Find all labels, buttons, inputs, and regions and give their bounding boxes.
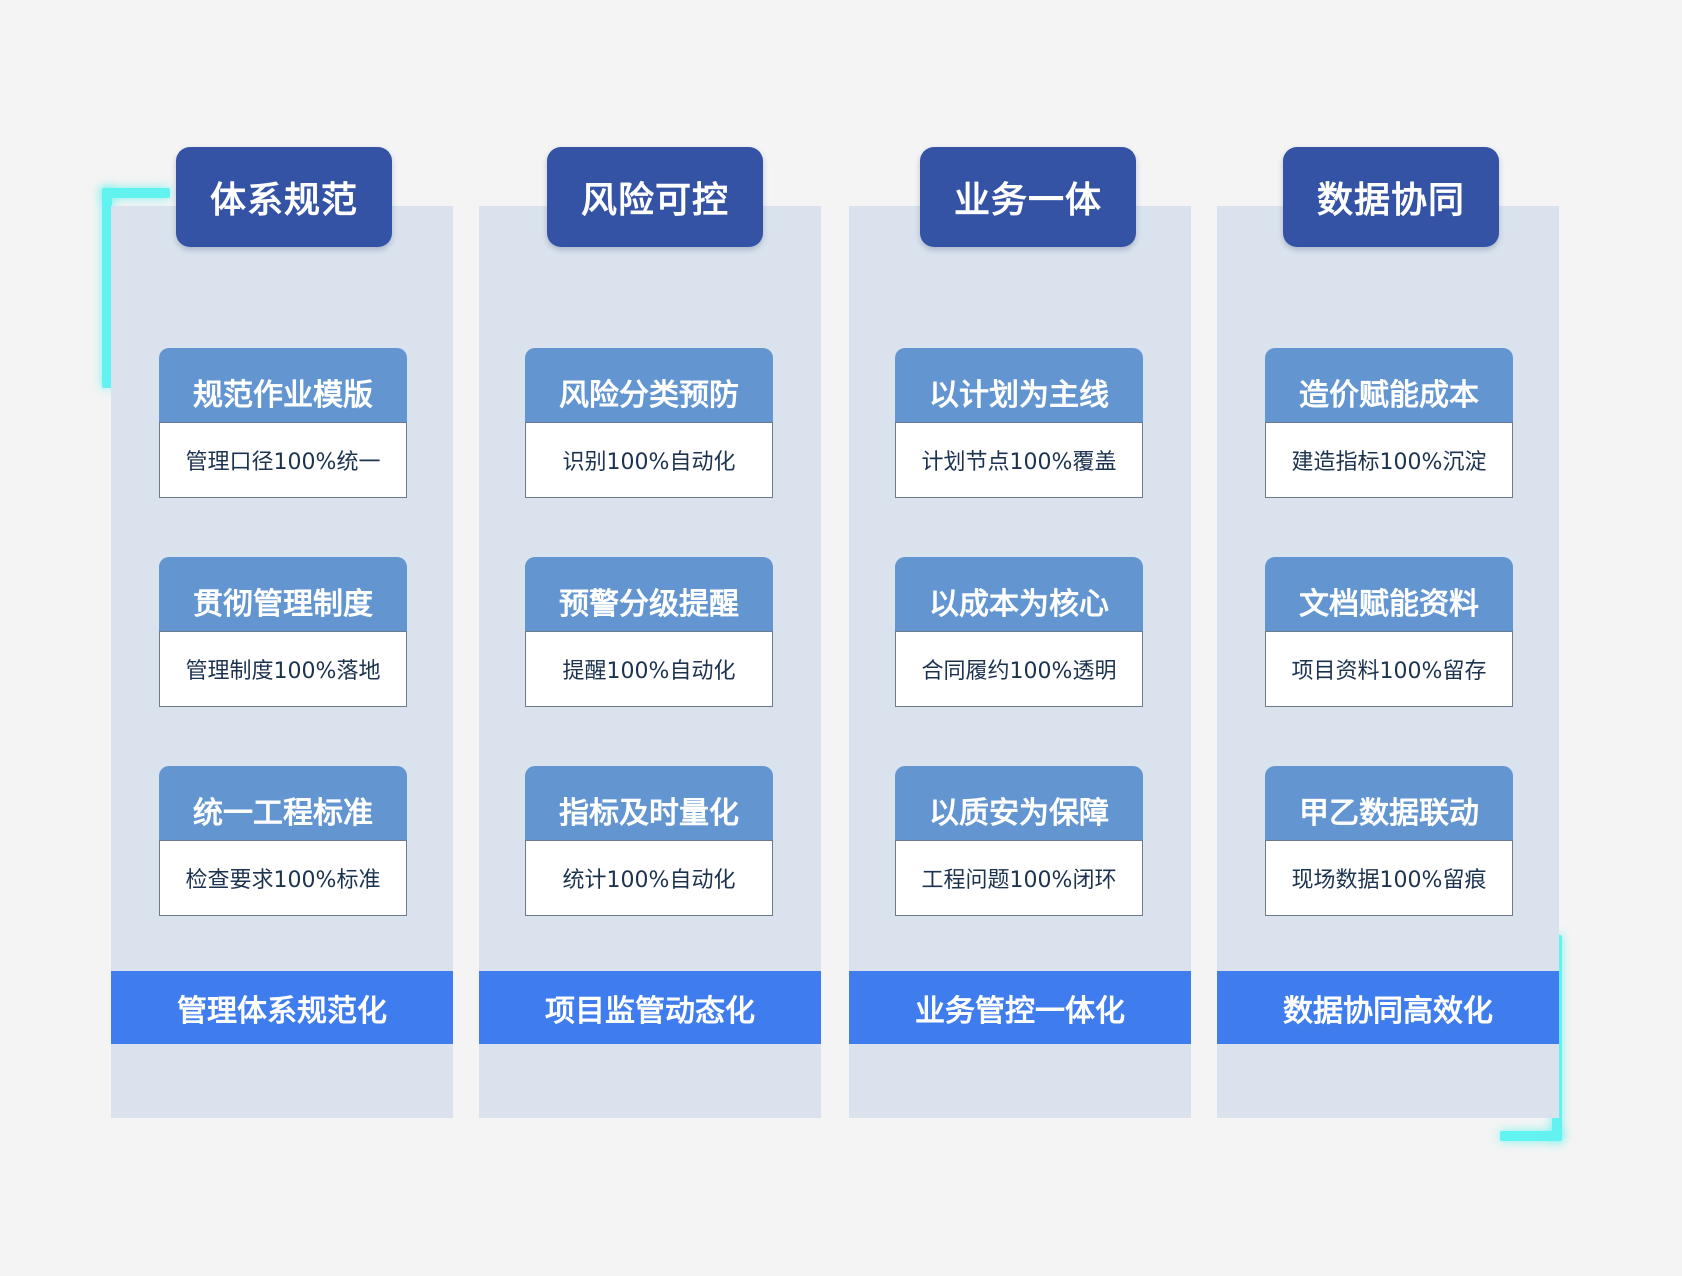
column-title-2: 风险可控 xyxy=(547,147,763,247)
card-metric: 工程问题100%闭环 xyxy=(895,840,1143,916)
card-heading: 风险分类预防 xyxy=(525,348,773,426)
card-heading: 以成本为核心 xyxy=(895,557,1143,635)
card-2-3: 指标及时量化 统计100%自动化 xyxy=(525,766,773,916)
card-4-1: 造价赋能成本 建造指标100%沉淀 xyxy=(1265,348,1513,498)
column-title-3: 业务一体 xyxy=(920,147,1136,247)
card-heading: 文档赋能资料 xyxy=(1265,557,1513,635)
column-footer-2: 项目监管动态化 xyxy=(479,971,821,1044)
card-metric: 检查要求100%标准 xyxy=(159,840,407,916)
card-heading: 规范作业模版 xyxy=(159,348,407,426)
card-3-3: 以质安为保障 工程问题100%闭环 xyxy=(895,766,1143,916)
card-1-2: 贯彻管理制度 管理制度100%落地 xyxy=(159,557,407,707)
card-metric: 项目资料100%留存 xyxy=(1265,631,1513,707)
card-1-3: 统一工程标准 检查要求100%标准 xyxy=(159,766,407,916)
corner-accent-top-left-h xyxy=(102,188,170,198)
card-heading: 甲乙数据联动 xyxy=(1265,766,1513,844)
column-title-1: 体系规范 xyxy=(176,147,392,247)
card-heading: 造价赋能成本 xyxy=(1265,348,1513,426)
card-2-1: 风险分类预防 识别100%自动化 xyxy=(525,348,773,498)
corner-accent-top-left-v xyxy=(102,188,112,388)
card-metric: 提醒100%自动化 xyxy=(525,631,773,707)
column-footer-1: 管理体系规范化 xyxy=(111,971,453,1044)
card-metric: 管理制度100%落地 xyxy=(159,631,407,707)
column-footer-3: 业务管控一体化 xyxy=(849,971,1191,1044)
card-metric: 统计100%自动化 xyxy=(525,840,773,916)
card-4-2: 文档赋能资料 项目资料100%留存 xyxy=(1265,557,1513,707)
card-metric: 识别100%自动化 xyxy=(525,422,773,498)
card-metric: 管理口径100%统一 xyxy=(159,422,407,498)
card-heading: 以计划为主线 xyxy=(895,348,1143,426)
card-heading: 贯彻管理制度 xyxy=(159,557,407,635)
card-3-2: 以成本为核心 合同履约100%透明 xyxy=(895,557,1143,707)
column-title-4: 数据协同 xyxy=(1283,147,1499,247)
card-1-1: 规范作业模版 管理口径100%统一 xyxy=(159,348,407,498)
card-heading: 预警分级提醒 xyxy=(525,557,773,635)
card-metric: 现场数据100%留痕 xyxy=(1265,840,1513,916)
corner-accent-bottom-right-h xyxy=(1500,1131,1562,1141)
card-metric: 合同履约100%透明 xyxy=(895,631,1143,707)
card-metric: 计划节点100%覆盖 xyxy=(895,422,1143,498)
card-3-1: 以计划为主线 计划节点100%覆盖 xyxy=(895,348,1143,498)
column-footer-4: 数据协同高效化 xyxy=(1217,971,1559,1044)
card-4-3: 甲乙数据联动 现场数据100%留痕 xyxy=(1265,766,1513,916)
card-2-2: 预警分级提醒 提醒100%自动化 xyxy=(525,557,773,707)
card-heading: 指标及时量化 xyxy=(525,766,773,844)
card-metric: 建造指标100%沉淀 xyxy=(1265,422,1513,498)
card-heading: 以质安为保障 xyxy=(895,766,1143,844)
card-heading: 统一工程标准 xyxy=(159,766,407,844)
